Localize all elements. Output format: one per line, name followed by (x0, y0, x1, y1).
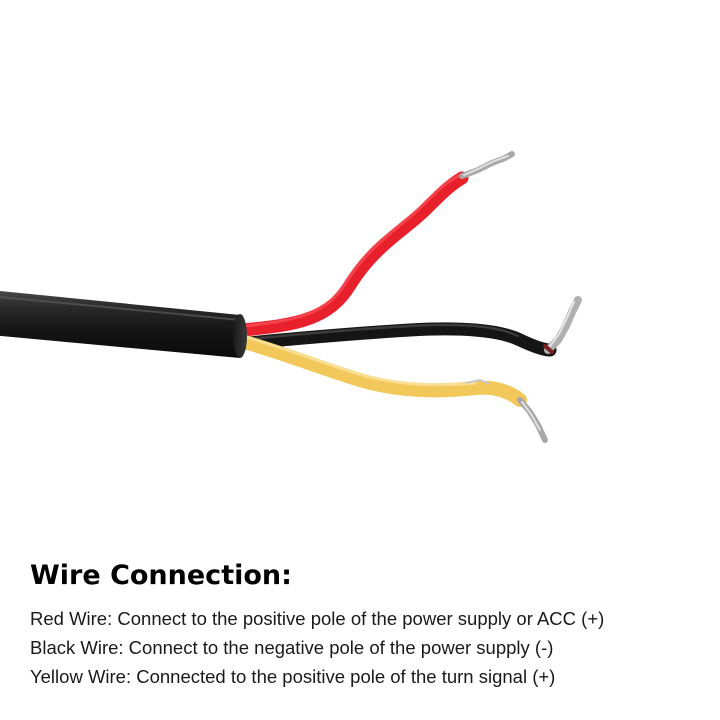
black-wire (231, 296, 582, 357)
black-wire-tip (543, 296, 582, 354)
red-wire-tip (459, 151, 515, 179)
red-wire-instruction: Red Wire: Connect to the positive pole o… (30, 608, 605, 629)
wire-connection-caption: Wire Connection: Red Wire: Connect to th… (0, 556, 720, 720)
cable-sheath (0, 291, 247, 358)
yellow-wire (231, 333, 548, 443)
yellow-wire-tip (464, 378, 548, 443)
wire-connection-list: Red Wire: Connect to the positive pole o… (30, 604, 604, 691)
cable-photo (0, 151, 582, 443)
red-wire (235, 151, 515, 337)
caption-title: Wire Connection: (30, 560, 292, 591)
black-wire-instruction: Black Wire: Connect to the negative pole… (30, 637, 554, 658)
yellow-wire-instruction: Yellow Wire: Connected to the positive p… (30, 666, 556, 687)
